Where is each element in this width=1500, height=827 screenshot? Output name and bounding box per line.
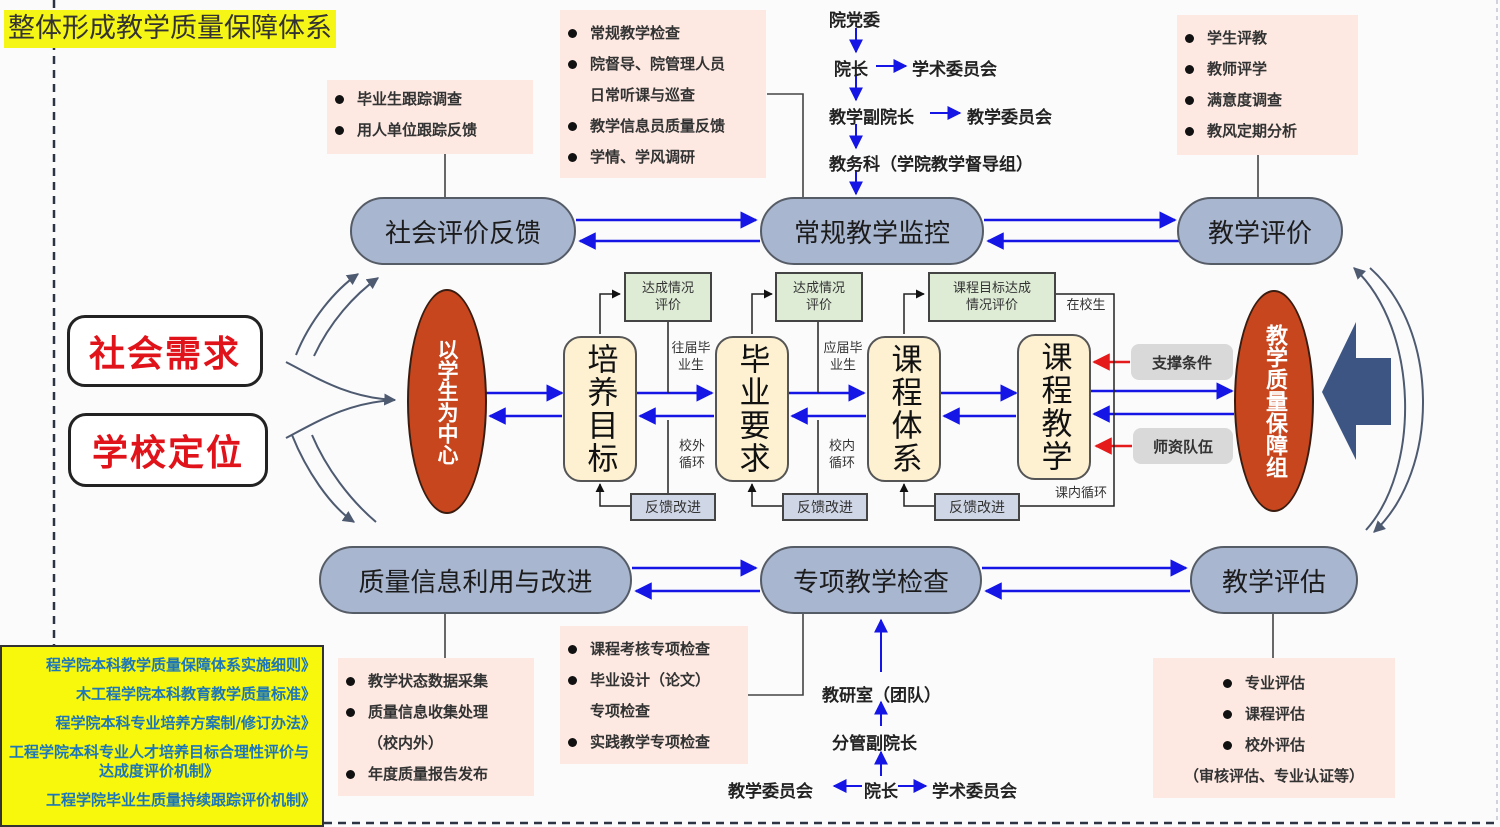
note-item: 毕业生跟踪调查 <box>327 84 533 115</box>
label-inside-loop: 校内 循环 <box>828 439 855 471</box>
note-item: 用人单位跟踪反馈 <box>327 115 533 146</box>
eval-box-course-goal: 课程目标达成 情况评价 <box>928 272 1056 322</box>
note-item: 质量信息收集处理 <box>338 697 534 728</box>
note-item: 年度质量报告发布 <box>338 759 534 790</box>
note-teaching-assess: 专业评估 课程评估 校外评估 （审核评估、专业认证等） <box>1153 658 1395 798</box>
note-item: 学生评教 <box>1177 23 1358 54</box>
note-item: （审核评估、专业认证等） <box>1183 767 1364 785</box>
note-item: 课程评估 <box>1215 699 1395 730</box>
note-quality-info: 教学状态数据采集 质量信息收集处理 （校内外） 年度质量报告发布 <box>338 658 534 796</box>
faculty-team: 师资队伍 <box>1133 428 1233 464</box>
org-research-office: 教研室（团队） <box>822 686 941 706</box>
note-item: 实践教学专项检查 <box>560 727 748 758</box>
pill-special-check[interactable]: 专项教学检查 <box>760 546 982 614</box>
org-academic-office: 教务科（学院教学督导组） <box>829 155 1033 175</box>
eval-box: 达成情况 评价 <box>775 272 863 322</box>
label-outside-loop: 校外 循环 <box>678 439 705 471</box>
document-item[interactable]: 木工程学院本科教育教学质量标准》 <box>75 685 316 703</box>
pill-teaching-assess[interactable]: 教学评估 <box>1190 546 1358 614</box>
stage-curriculum[interactable]: 课程体系 <box>867 336 941 482</box>
label-in-school: 在校生 <box>1066 298 1106 313</box>
eval-box: 达成情况 评价 <box>624 272 712 322</box>
label-current-grads: 应届毕 业生 <box>823 341 863 373</box>
note-item: 教师评学 <box>1177 54 1358 85</box>
feedback-box: 反馈改进 <box>782 493 868 521</box>
stage-training-goal[interactable]: 培养目标 <box>563 336 637 482</box>
stage-course-teaching[interactable]: 课程教学 <box>1017 334 1091 480</box>
documents-list: 程学院本科教学质量保障体系实施细则》 木工程学院本科教育教学质量标准》 程学院本… <box>0 645 324 827</box>
note-item: 院督导、院管理人员 <box>560 49 766 80</box>
pill-social-feedback[interactable]: 社会评价反馈 <box>350 197 576 265</box>
ellipse-student-center: 以学生为中心 <box>407 289 487 514</box>
pill-quality-info[interactable]: 质量信息利用与改进 <box>319 546 632 614</box>
note-routine-monitor: 常规教学检查 院督导、院管理人员 日常听课与巡查 教学信息员质量反馈 学情、学风… <box>560 10 766 178</box>
org-vice-dean: 教学副院长 <box>829 108 914 128</box>
note-item: 教学信息员质量反馈 <box>560 111 766 142</box>
label-class-loop: 课内循环 <box>1054 486 1107 501</box>
note-item: 专项检查 <box>590 702 651 720</box>
big-left-arrow <box>1322 322 1391 460</box>
note-item: 满意度调查 <box>1177 85 1358 116</box>
ellipse-quality-group: 教学质量保障组 <box>1234 290 1314 512</box>
note-item: 教学状态数据采集 <box>338 666 534 697</box>
note-item: 专业评估 <box>1215 668 1395 699</box>
note-item: （校内外） <box>368 734 444 752</box>
org-teaching-committee-bottom: 教学委员会 <box>728 782 813 802</box>
note-item: 常规教学检查 <box>560 18 766 49</box>
org-party-committee: 院党委 <box>829 11 880 31</box>
pill-teaching-eval[interactable]: 教学评价 <box>1177 197 1343 265</box>
org-academic-committee-bottom: 学术委员会 <box>932 782 1017 802</box>
note-item: 课程考核专项检查 <box>560 634 748 665</box>
org-academic-committee: 学术委员会 <box>912 60 997 80</box>
note-item: 学情、学风调研 <box>560 142 766 173</box>
org-dean: 院长 <box>834 60 868 80</box>
document-item[interactable]: 工程学院本科专业人才培养目标合理性评价与达成度评价机制》 <box>8 743 309 780</box>
note-item: 校外评估 <box>1215 730 1395 761</box>
org-vice-dean-bottom: 分管副院长 <box>832 734 917 754</box>
document-item[interactable]: 程学院本科教学质量保障体系实施细则》 <box>45 656 316 674</box>
support-conditions: 支撑条件 <box>1131 344 1233 380</box>
note-item: 教风定期分析 <box>1177 116 1358 147</box>
note-item: 日常听课与巡查 <box>590 86 696 104</box>
label-past-grads: 往届毕 业生 <box>671 341 711 373</box>
feedback-box: 反馈改进 <box>630 493 716 521</box>
org-dean-bottom: 院长 <box>864 782 898 802</box>
document-item[interactable]: 工程学院毕业生质量持续跟踪评价机制》 <box>45 791 316 809</box>
note-social-feedback: 毕业生跟踪调查 用人单位跟踪反馈 <box>327 80 533 154</box>
org-teaching-committee: 教学委员会 <box>967 108 1052 128</box>
note-item: 毕业设计（论文） <box>560 665 748 696</box>
page-title: 整体形成教学质量保障体系 <box>4 10 336 48</box>
feedback-box: 反馈改进 <box>934 493 1020 521</box>
note-teaching-eval: 学生评教 教师评学 满意度调查 教风定期分析 <box>1177 15 1358 155</box>
document-item[interactable]: 程学院本科专业培养方案制/修订办法》 <box>55 714 316 732</box>
box-school-position: 学校定位 <box>68 413 268 487</box>
note-special-check: 课程考核专项检查 毕业设计（论文） 专项检查 实践教学专项检查 <box>560 626 748 764</box>
stage-graduation-req[interactable]: 毕业要求 <box>715 336 789 482</box>
box-social-demand: 社会需求 <box>67 315 263 387</box>
pill-routine-monitor[interactable]: 常规教学监控 <box>760 197 984 265</box>
